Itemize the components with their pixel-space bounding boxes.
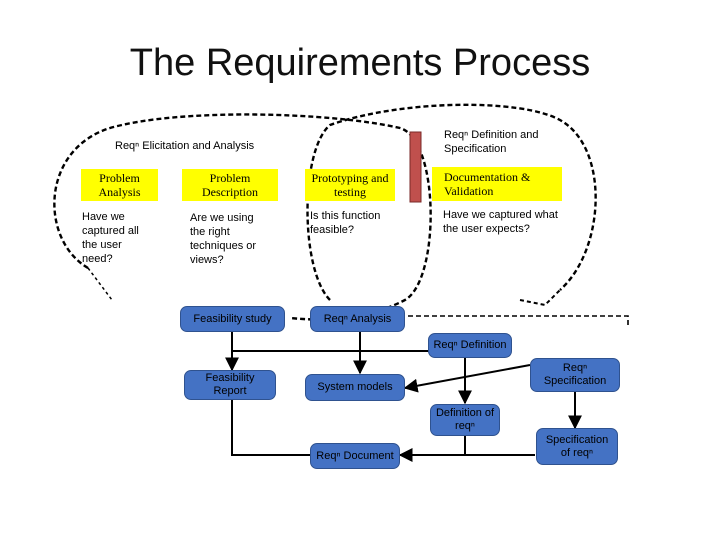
question-prototyping: Is this function feasible? [310, 210, 381, 236]
question-problem-description: Are we using the right techniques or vie… [190, 212, 257, 266]
definition-cloud [306, 103, 597, 301]
activity-documentation: Documentation & Validation [432, 167, 562, 201]
feasibility-report-box: Feasibility Report [184, 370, 276, 400]
feasibility-study-box: Feasibility study [180, 306, 285, 332]
activity-problem-analysis: Problem Analysis [81, 169, 158, 201]
reqn-analysis-box: Reqⁿ Analysis [310, 306, 405, 332]
reqn-definition-box: Reqⁿ Definition [428, 333, 512, 358]
question-documentation: Have we captured what the user expects? [443, 209, 558, 235]
reqn-specification-box: Reqⁿ Specification [530, 358, 620, 392]
question-problem-analysis: Have we captured all the user need? [82, 211, 139, 265]
phase-divider-bar [409, 131, 422, 203]
definition-phase-label: Reqⁿ Definition and Specification [444, 129, 539, 155]
arrow-to-document-left [231, 400, 310, 456]
activity-problem-description: Problem Description [182, 169, 278, 201]
system-models-box: System models [305, 374, 405, 401]
activity-prototyping: Prototyping and testing [305, 169, 395, 201]
dashed-separator [400, 315, 629, 328]
elicitation-phase-label: Reqⁿ Elicitation and Analysis [115, 140, 255, 152]
specification-of-reqn-box: Specification of reqⁿ [536, 428, 618, 465]
dashed-tail-right [519, 289, 561, 307]
arrow-spec-to-models [403, 364, 531, 393]
elicitation-cloud [53, 113, 432, 321]
reqn-document-box: Reqⁿ Document [310, 443, 400, 469]
dashed-tail-left [87, 267, 113, 301]
definition-of-reqn-box: Definition of reqⁿ [430, 404, 500, 436]
page-title: The Requirements Process [129, 42, 591, 84]
